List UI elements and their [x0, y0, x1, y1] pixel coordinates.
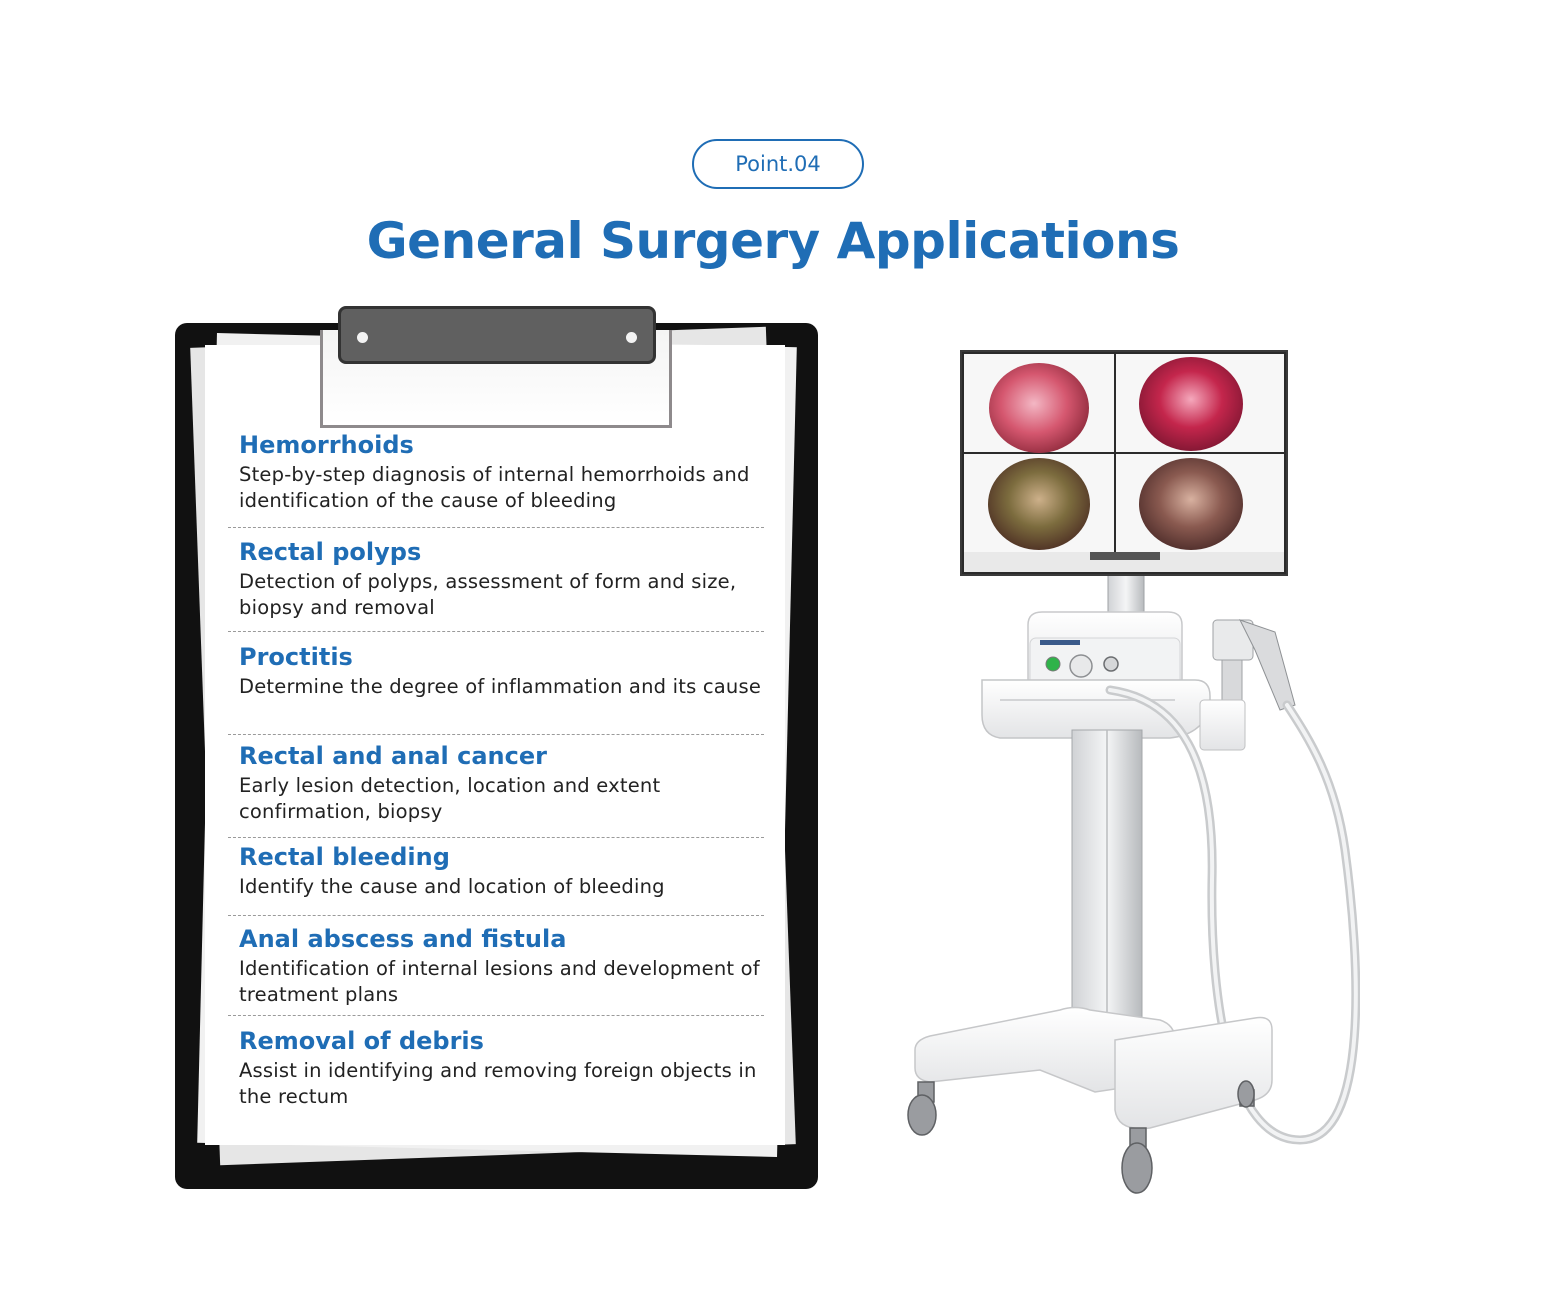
item-description: Identify the cause and location of bleed… [239, 875, 665, 898]
item-title: Hemorrhoids [239, 431, 414, 459]
item-title: Removal of debris [239, 1027, 484, 1055]
application-list: Hemorrhoids Step-by-step diagnosis of in… [228, 428, 764, 1125]
item-description: Assist in identifying and removing forei… [239, 1059, 757, 1108]
item-description: Detection of polyps, assessment of form … [239, 570, 737, 619]
list-item-removal-of-debris: Removal of debris Assist in identifying … [228, 1015, 764, 1125]
clip-rivet-right [626, 332, 637, 343]
clipboard-paper [205, 345, 785, 1145]
endoscopy-cart-illustration [907, 350, 1360, 1194]
monitor-label-strip [1090, 552, 1160, 560]
item-description: Step-by-step diagnosis of internal hemor… [239, 463, 750, 512]
item-description: Identification of internal lesions and d… [239, 957, 760, 1006]
list-item-rectal-bleeding: Rectal bleeding Identify the cause and l… [228, 837, 764, 915]
point-badge: Point.04 [692, 139, 864, 189]
clip-rivet-left [357, 332, 368, 343]
point-badge-label: Point.04 [735, 152, 821, 176]
item-title: Rectal polyps [239, 538, 422, 566]
item-title: Rectal and anal cancer [239, 742, 547, 770]
list-item-anal-abscess-fistula: Anal abscess and fistula Identification … [228, 915, 764, 1015]
list-item-rectal-polyps: Rectal polyps Detection of polyps, asses… [228, 527, 764, 631]
clipboard-clip-icon [338, 306, 656, 364]
item-description: Determine the degree of inflammation and… [239, 675, 762, 698]
list-item-rectal-anal-cancer: Rectal and anal cancer Early lesion dete… [228, 734, 764, 837]
list-item-proctitis: Proctitis Determine the degree of inflam… [228, 631, 764, 734]
list-item-hemorrhoids: Hemorrhoids Step-by-step diagnosis of in… [228, 428, 764, 527]
item-description: Early lesion detection, location and ext… [239, 774, 661, 823]
item-title: Proctitis [239, 643, 353, 671]
item-title: Rectal bleeding [239, 843, 450, 871]
page-title: General Surgery Applications [366, 212, 1180, 270]
item-title: Anal abscess and fistula [239, 925, 567, 953]
